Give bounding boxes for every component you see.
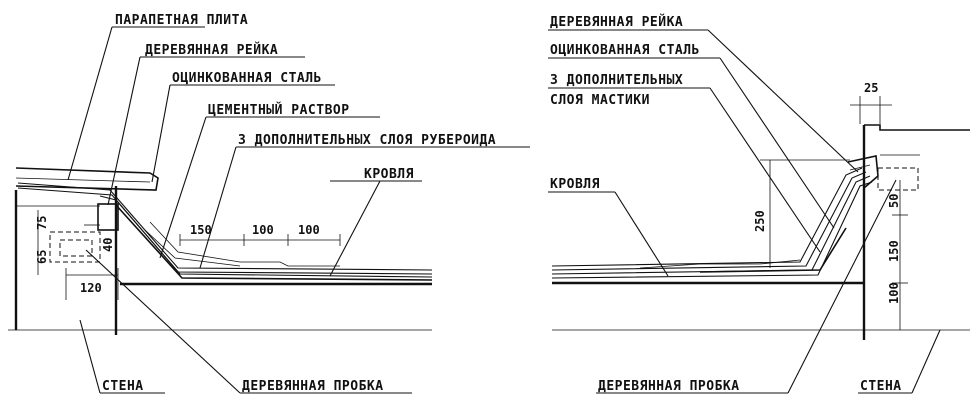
leaders-left <box>67 26 530 394</box>
label-parapet-slab: ПАРАПЕТНАЯ ПЛИТА <box>115 13 248 28</box>
wall-right <box>862 124 970 340</box>
dim-100-right: 100 <box>887 282 901 304</box>
label-galvanized-steel-left: ОЦИНКОВАННАЯ СТАЛЬ <box>172 71 322 86</box>
dim-25-right: 25 <box>864 81 878 95</box>
label-roof-left: КРОВЛЯ <box>364 167 414 182</box>
wooden-plug-right <box>877 167 919 191</box>
label-extra-mastic-line2: СЛОЯ МАСТИКИ <box>550 93 650 108</box>
dim-250-right: 250 <box>753 210 767 232</box>
roofing-layers-right <box>551 155 879 279</box>
label-wooden-strip-left: ДЕРЕВЯННАЯ РЕЙКА <box>145 42 278 58</box>
label-wall-right: СТЕНА <box>860 379 902 394</box>
dim-100a-left: 100 <box>252 223 274 237</box>
right-detail: ДЕРЕВЯННАЯ РЕЙКА ОЦИНКОВАННАЯ СТАЛЬ 3 ДО… <box>548 14 970 394</box>
dim-100b-left: 100 <box>298 223 320 237</box>
label-wall-left: СТЕНА <box>102 379 144 394</box>
parapet-slab <box>15 167 159 191</box>
roofing-layers-left <box>17 182 433 281</box>
label-galvanized-steel-right: ОЦИНКОВАННАЯ СТАЛЬ <box>550 43 700 58</box>
dim-150-right: 150 <box>887 240 901 262</box>
wall-left <box>14 186 118 335</box>
label-wooden-plug-right: ДЕРЕВЯННАЯ ПРОБКА <box>598 379 740 394</box>
dim-65-left: 65 <box>35 250 49 264</box>
label-roof-right: КРОВЛЯ <box>550 177 600 192</box>
dim-50-right: 50 <box>887 194 901 208</box>
wooden-plug-left <box>49 231 101 263</box>
dim-150-left: 150 <box>190 223 212 237</box>
label-cement-mortar: ЦЕМЕНТНЫЙ РАСТВОР <box>208 102 350 118</box>
label-extra-mastic-line1: 3 ДОПОЛНИТЕЛЬНЫХ <box>550 73 683 88</box>
left-detail: ПАРАПЕТНАЯ ПЛИТА ДЕРЕВЯННАЯ РЕЙКА ОЦИНКО… <box>8 13 530 394</box>
leaders-right <box>548 29 941 394</box>
label-wooden-plug-left: ДЕРЕВЯННАЯ ПРОБКА <box>242 379 384 394</box>
label-extra-layers-roofing: 3 ДОПОЛНИТЕЛЬНЫХ СЛОЯ РУБЕРОИДА <box>238 133 496 148</box>
label-wooden-strip-right: ДЕРЕВЯННАЯ РЕЙКА <box>550 14 683 30</box>
dim-40-left: 40 <box>101 238 115 252</box>
dim-120-left: 120 <box>80 281 102 295</box>
dim-75-left: 75 <box>35 216 49 230</box>
dims-left <box>8 210 432 331</box>
